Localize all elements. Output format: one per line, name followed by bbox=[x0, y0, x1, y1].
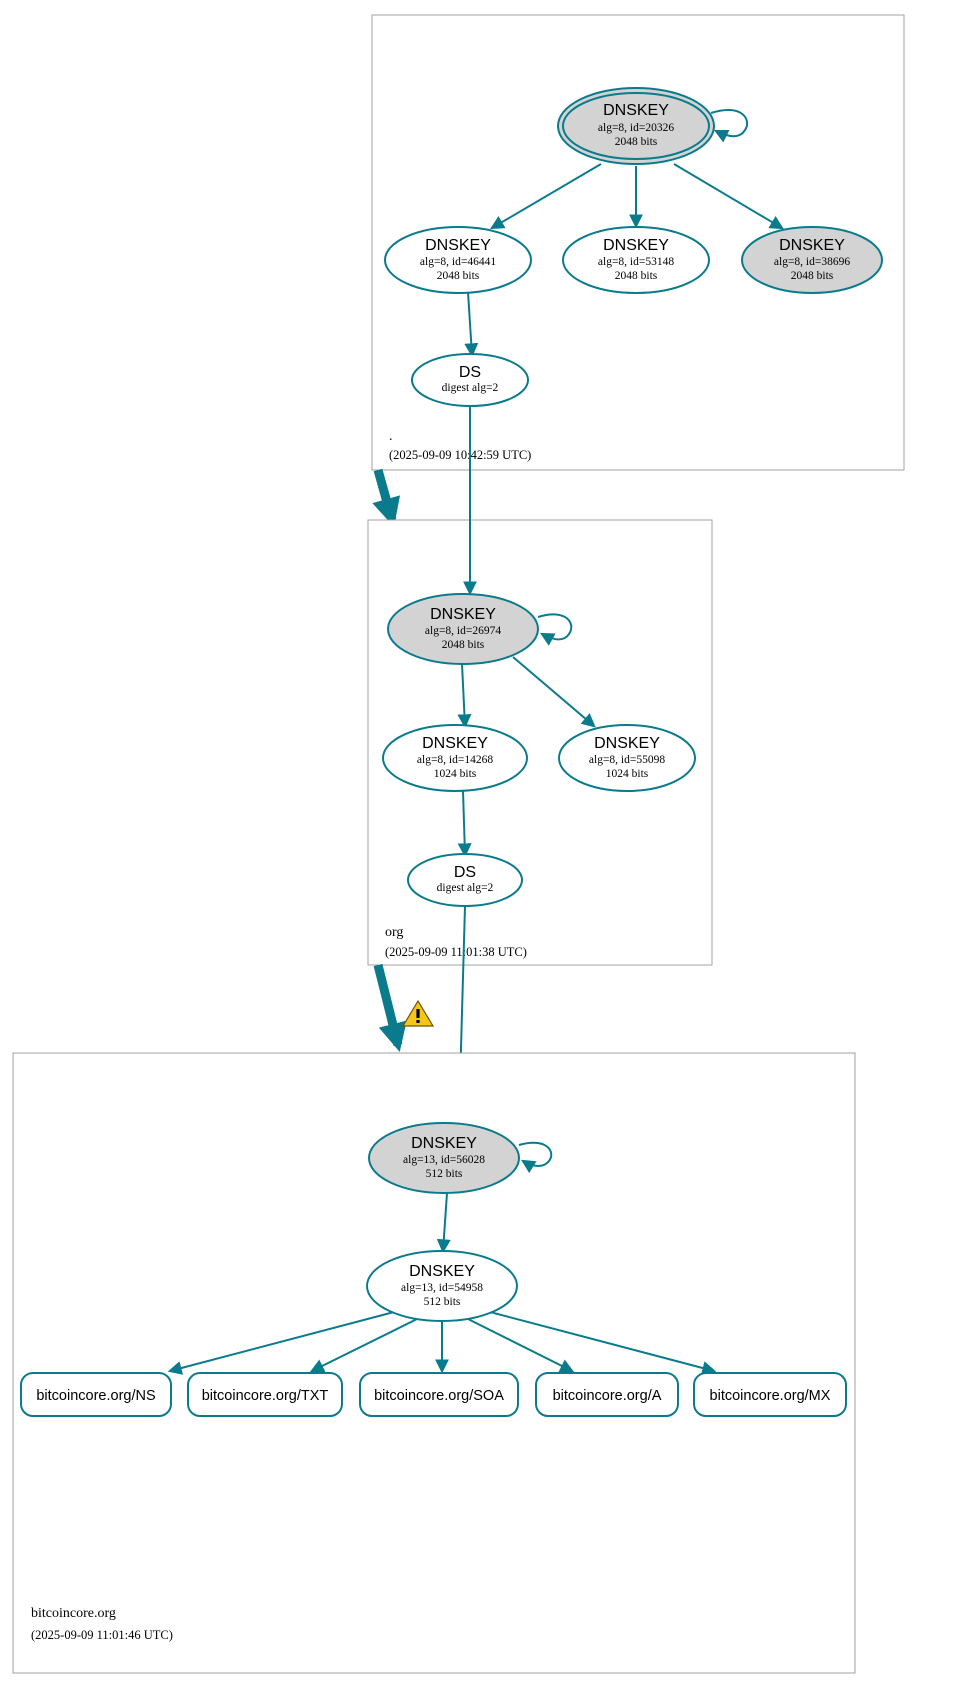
node-root-zsk-38696[interactable]: DNSKEY alg=8, id=38696 2048 bits bbox=[741, 226, 883, 294]
node-title: DNSKEY bbox=[411, 1135, 477, 1152]
node-root-zsk-53148[interactable]: DNSKEY alg=8, id=53148 2048 bits bbox=[562, 226, 710, 294]
edge-root-ksk-to-zsk38696 bbox=[673, 163, 785, 230]
edge-org-ksk-to-zsk14268 bbox=[457, 663, 472, 729]
node-title: DNSKEY bbox=[603, 237, 669, 254]
node-line2: alg=8, id=38696 bbox=[774, 256, 850, 268]
node-org-zsk-14268[interactable]: DNSKEY alg=8, id=14268 1024 bits bbox=[382, 724, 528, 792]
edge-bc-zsk-to-rr-txt bbox=[309, 1318, 418, 1373]
node-line3: 2048 bits bbox=[442, 639, 485, 651]
node-line3: 2048 bits bbox=[615, 136, 658, 148]
rrset-label: bitcoincore.org/SOA bbox=[374, 1388, 504, 1404]
node-org-ksk[interactable]: DNSKEY alg=8, id=26974 2048 bits bbox=[387, 593, 539, 665]
edge-org-zsk14268-to-ds bbox=[457, 790, 472, 858]
node-line2: alg=8, id=46441 bbox=[420, 256, 496, 268]
edge-bc-zsk-to-rr-mx bbox=[489, 1311, 717, 1375]
node-line2: alg=8, id=26974 bbox=[425, 625, 501, 637]
node-line3: 2048 bits bbox=[615, 270, 658, 282]
node-org-zsk-55098[interactable]: DNSKEY alg=8, id=55098 1024 bits bbox=[558, 724, 696, 792]
node-title: DNSKEY bbox=[430, 606, 496, 623]
zone-timestamp-root: (2025-09-09 10:42:59 UTC) bbox=[389, 448, 531, 462]
node-rrset-a[interactable]: bitcoincore.org/A bbox=[535, 1372, 679, 1417]
node-root-ksk[interactable]: DNSKEY alg=8, id=20326 2048 bits bbox=[557, 87, 715, 165]
node-line2: alg=8, id=14268 bbox=[417, 754, 493, 766]
node-rrset-txt[interactable]: bitcoincore.org/TXT bbox=[187, 1372, 343, 1417]
node-title: DS bbox=[459, 364, 481, 381]
self-sign-loop-root-ksk bbox=[710, 108, 749, 143]
edge-bc-ksk-to-bc-zsk bbox=[436, 1192, 451, 1254]
node-line2: digest alg=2 bbox=[437, 882, 494, 894]
self-sign-loop-org-ksk bbox=[537, 613, 573, 646]
node-root-zsk-46441[interactable]: DNSKEY alg=8, id=46441 2048 bits bbox=[384, 226, 532, 294]
node-line2: alg=8, id=20326 bbox=[598, 122, 674, 134]
edge-delegation-org-to-bitcoincore bbox=[373, 963, 407, 1052]
edge-delegation-root-to-org bbox=[372, 468, 401, 527]
zone-label-root: . bbox=[389, 429, 393, 444]
node-title: DNSKEY bbox=[594, 735, 660, 752]
node-line3: 512 bits bbox=[426, 1168, 463, 1180]
node-line3: 2048 bits bbox=[791, 270, 834, 282]
node-title: DS bbox=[454, 864, 476, 881]
node-rrset-ns[interactable]: bitcoincore.org/NS bbox=[20, 1372, 172, 1417]
self-sign-loop-bc-ksk bbox=[518, 1141, 553, 1174]
edge-root-ksk-to-zsk46441 bbox=[489, 163, 602, 230]
node-line3: 2048 bits bbox=[437, 270, 480, 282]
node-line2: alg=13, id=54958 bbox=[401, 1282, 483, 1294]
node-line2: alg=8, id=53148 bbox=[598, 256, 674, 268]
node-title: DNSKEY bbox=[422, 735, 488, 752]
rrset-label: bitcoincore.org/NS bbox=[36, 1388, 155, 1404]
node-title: DNSKEY bbox=[603, 102, 669, 119]
zone-label-org: org bbox=[385, 925, 403, 940]
node-rrset-mx[interactable]: bitcoincore.org/MX bbox=[693, 1372, 847, 1417]
warning-triangle-icon[interactable] bbox=[401, 999, 435, 1027]
edge-root-zsk46441-to-ds bbox=[464, 291, 479, 358]
rrset-label: bitcoincore.org/MX bbox=[710, 1388, 831, 1404]
node-bc-zsk[interactable]: DNSKEY alg=13, id=54958 512 bits bbox=[366, 1250, 518, 1322]
node-line3: 1024 bits bbox=[434, 768, 477, 780]
node-line2: alg=13, id=56028 bbox=[403, 1154, 485, 1166]
node-title: DNSKEY bbox=[409, 1263, 475, 1280]
node-line3: 512 bits bbox=[424, 1296, 461, 1308]
node-bc-ksk[interactable]: DNSKEY alg=13, id=56028 512 bits bbox=[368, 1122, 520, 1194]
node-title: DNSKEY bbox=[779, 237, 845, 254]
node-rrset-soa[interactable]: bitcoincore.org/SOA bbox=[359, 1372, 519, 1417]
edge-bc-zsk-to-rr-ns bbox=[167, 1311, 395, 1375]
node-line3: 1024 bits bbox=[606, 768, 649, 780]
rrset-label: bitcoincore.org/A bbox=[553, 1388, 662, 1404]
node-line2: alg=8, id=55098 bbox=[589, 754, 665, 766]
node-title: DNSKEY bbox=[425, 237, 491, 254]
zone-label-bitcoincore: bitcoincore.org bbox=[31, 1606, 116, 1621]
node-line2: digest alg=2 bbox=[442, 382, 499, 394]
zone-timestamp-bitcoincore: (2025-09-09 11:01:46 UTC) bbox=[31, 1628, 173, 1642]
node-root-ds[interactable]: DS digest alg=2 bbox=[411, 353, 529, 407]
edge-org-ksk-to-zsk55098 bbox=[512, 656, 596, 728]
node-org-ds[interactable]: DS digest alg=2 bbox=[407, 853, 523, 907]
zone-timestamp-org: (2025-09-09 11:01:38 UTC) bbox=[385, 945, 527, 959]
rrset-label: bitcoincore.org/TXT bbox=[202, 1388, 329, 1404]
edge-bc-zsk-to-rr-a bbox=[467, 1318, 575, 1373]
